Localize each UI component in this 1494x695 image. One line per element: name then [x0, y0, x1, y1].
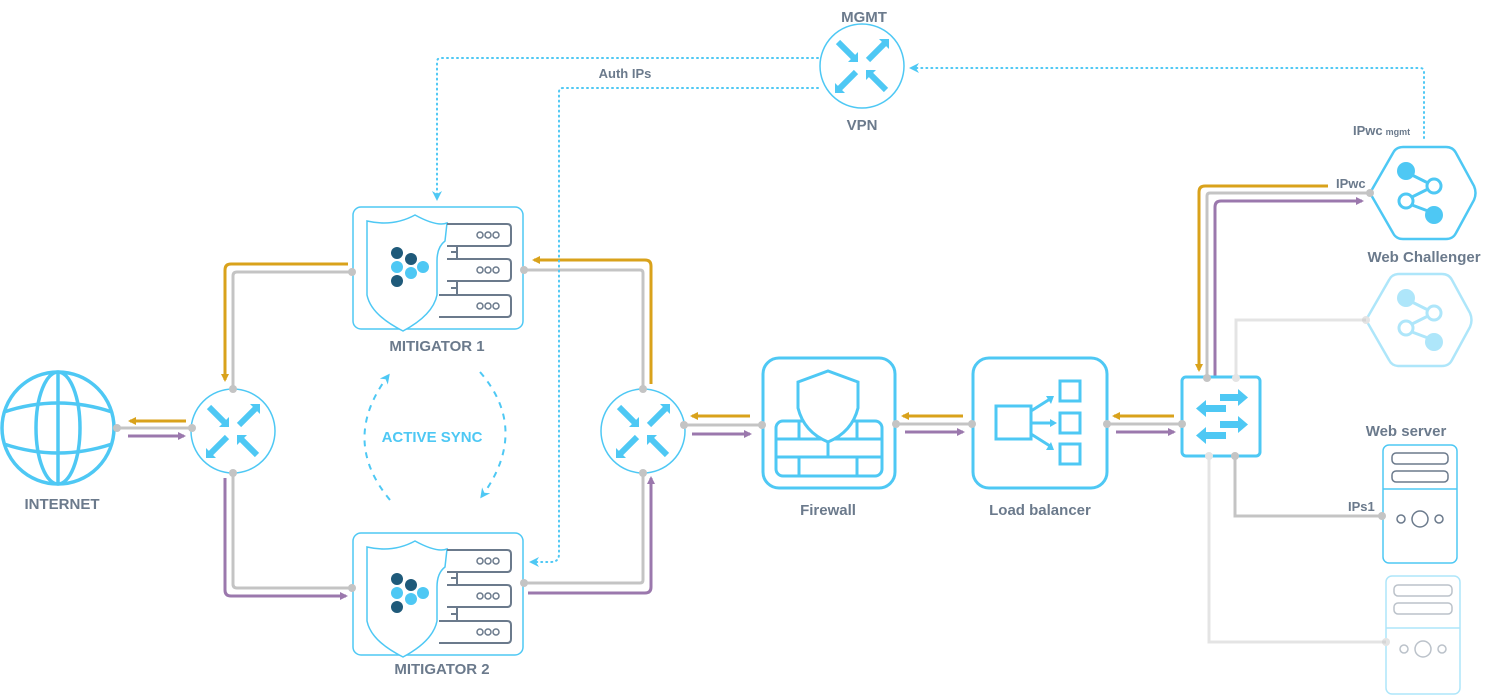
active-sync-label: ACTIVE SYNC — [382, 429, 483, 446]
mgmt-vpn-node[interactable]: MGMT VPN — [819, 9, 905, 134]
web-challenger-standby-node[interactable] — [1362, 272, 1473, 368]
link-router1-mitigator2 — [231, 474, 352, 590]
web-server-label: Web server — [1366, 423, 1447, 440]
connections — [117, 57, 1425, 644]
mgmt-line-vpn-to-mitigator1 — [432, 57, 819, 201]
firewall-icon — [774, 369, 884, 478]
server-icon — [1382, 444, 1458, 564]
load-balancer-node[interactable]: Load balancer — [968, 356, 1111, 519]
server-icon — [1385, 575, 1461, 695]
vpn-label: VPN — [847, 117, 878, 134]
web-server-node[interactable]: Web server IPs1 — [1348, 423, 1458, 564]
mitigator-1-label: MITIGATOR 1 — [389, 338, 484, 355]
ipwc-label: IPwc — [1336, 176, 1366, 191]
flow-response-challenger-switch — [1195, 184, 1328, 372]
router-2[interactable] — [600, 385, 688, 477]
link-router1-mitigator1 — [231, 270, 352, 388]
switch-icon — [1196, 389, 1248, 444]
globe-icon — [0, 370, 116, 486]
web-challenger-label: Web Challenger — [1367, 249, 1480, 266]
flow-request-mitigator2-router2 — [528, 476, 655, 595]
flow-request-switch-challenger — [1213, 197, 1364, 376]
link-switch-web-challenger — [1205, 191, 1370, 378]
load-balancer-label: Load balancer — [989, 502, 1091, 519]
flow-response-router2-mitigator1 — [532, 256, 653, 384]
internet-node[interactable]: INTERNET — [0, 370, 121, 513]
mitigator-2-node[interactable]: MITIGATOR 2 — [348, 532, 528, 678]
firewall-node[interactable]: Firewall — [758, 356, 900, 519]
auth-ips-label: Auth IPs — [599, 66, 652, 81]
link-switch-web-server — [1233, 456, 1382, 518]
mgmt-label: MGMT — [841, 9, 887, 26]
mitigator-2-label: MITIGATOR 2 — [394, 661, 489, 678]
mitigator-1-node[interactable]: MITIGATOR 1 — [348, 206, 528, 355]
mgmt-line-vpn-to-mitigator2 — [529, 87, 819, 567]
load-balancer-icon — [994, 379, 1082, 466]
active-sync: ACTIVE SYNC — [363, 371, 507, 501]
web-server-standby-node[interactable] — [1382, 575, 1461, 695]
link-mitigator1-router2 — [524, 268, 645, 388]
link-mitigator2-router2 — [524, 474, 645, 585]
internet-label: INTERNET — [25, 496, 100, 513]
router-1[interactable] — [188, 385, 276, 477]
firewall-label: Firewall — [800, 502, 856, 519]
link-switch-standby-challenger — [1234, 318, 1366, 378]
flow-response-mitigator1-router1 — [221, 262, 348, 382]
link-switch-standby-server — [1207, 456, 1386, 644]
ips1-label: IPs1 — [1348, 499, 1375, 514]
mgmt-line-challenger-to-vpn — [909, 63, 1425, 139]
switch-node[interactable] — [1178, 374, 1262, 460]
flow-request-router1-mitigator2 — [223, 478, 348, 600]
sync-cycle-icon — [363, 371, 507, 501]
